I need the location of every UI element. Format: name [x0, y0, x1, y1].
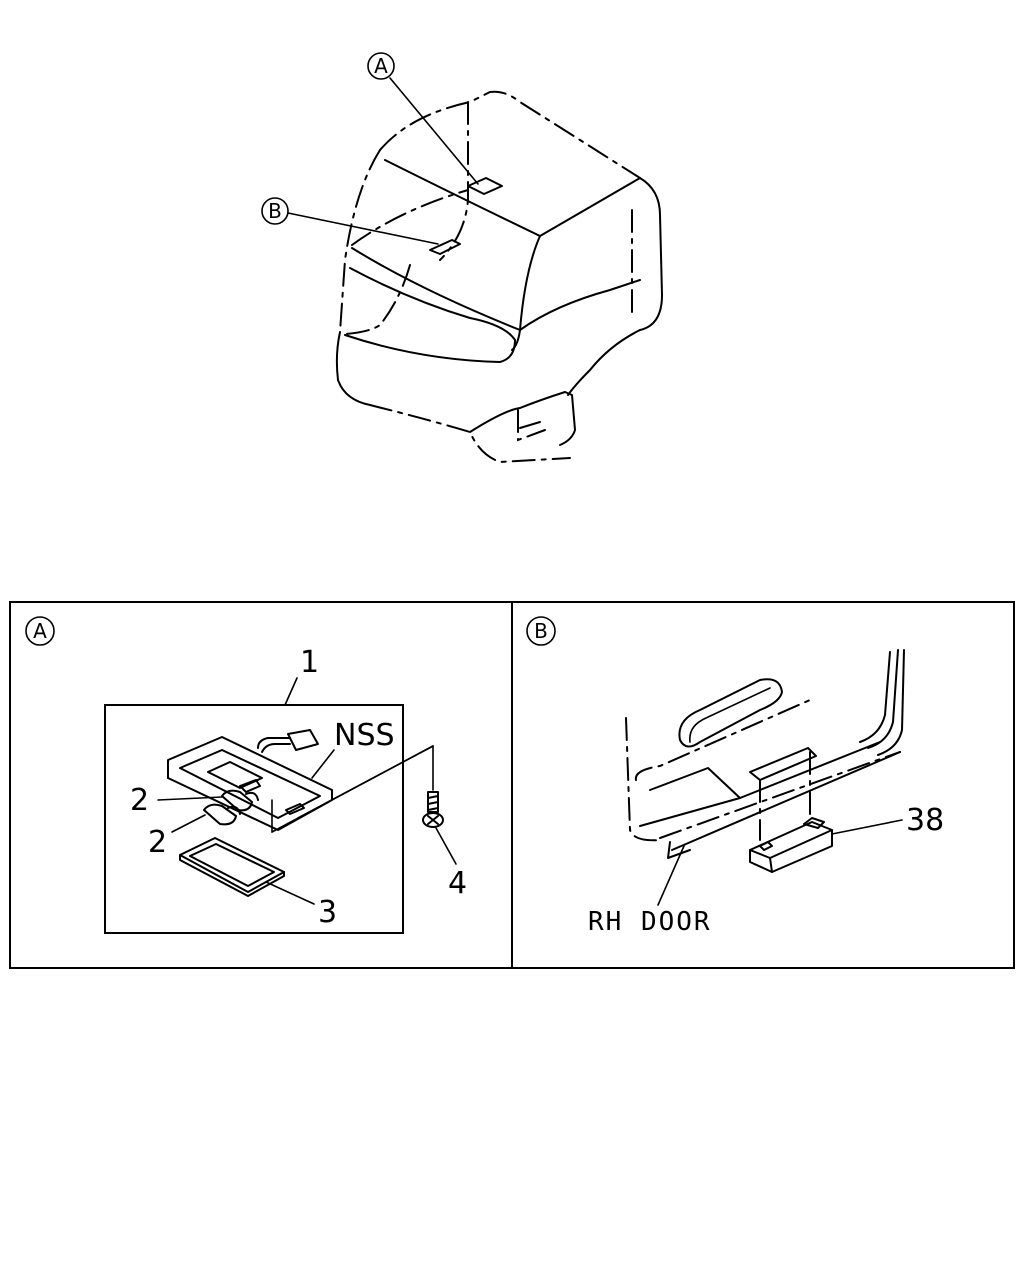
- panel-a-marker: A: [33, 619, 47, 643]
- nss-note-label: NSS: [334, 718, 395, 753]
- screw: [422, 791, 444, 828]
- rh-door-label: RH DOOR: [588, 907, 712, 937]
- part-4-label: 4: [448, 866, 467, 901]
- part-2-upper-label: 2: [130, 783, 149, 818]
- dome-light-assembly-box: [104, 704, 404, 934]
- bulb-upper: [221, 789, 259, 812]
- callout-a-top: A: [367, 52, 479, 185]
- door-step-drawing: [625, 649, 905, 859]
- step-lamp: [749, 817, 833, 873]
- part-1-label: 1: [300, 645, 319, 680]
- part-2-lower-label: 2: [148, 825, 167, 860]
- cab-overview-drawing: [335, 90, 663, 464]
- panel-a: A 1 NSS 2 2: [25, 616, 467, 934]
- lens-cover: [179, 837, 285, 897]
- panel-b-marker: B: [534, 619, 548, 643]
- part-3-label: 3: [318, 895, 337, 930]
- callout-b-top: B: [261, 197, 439, 245]
- bulb-lower: [203, 803, 241, 826]
- panel-b: B: [526, 616, 944, 937]
- callout-b-label: B: [268, 199, 282, 223]
- dome-light-housing: [167, 729, 333, 831]
- callout-a-label: A: [374, 54, 388, 78]
- part-38-label: 38: [906, 803, 944, 838]
